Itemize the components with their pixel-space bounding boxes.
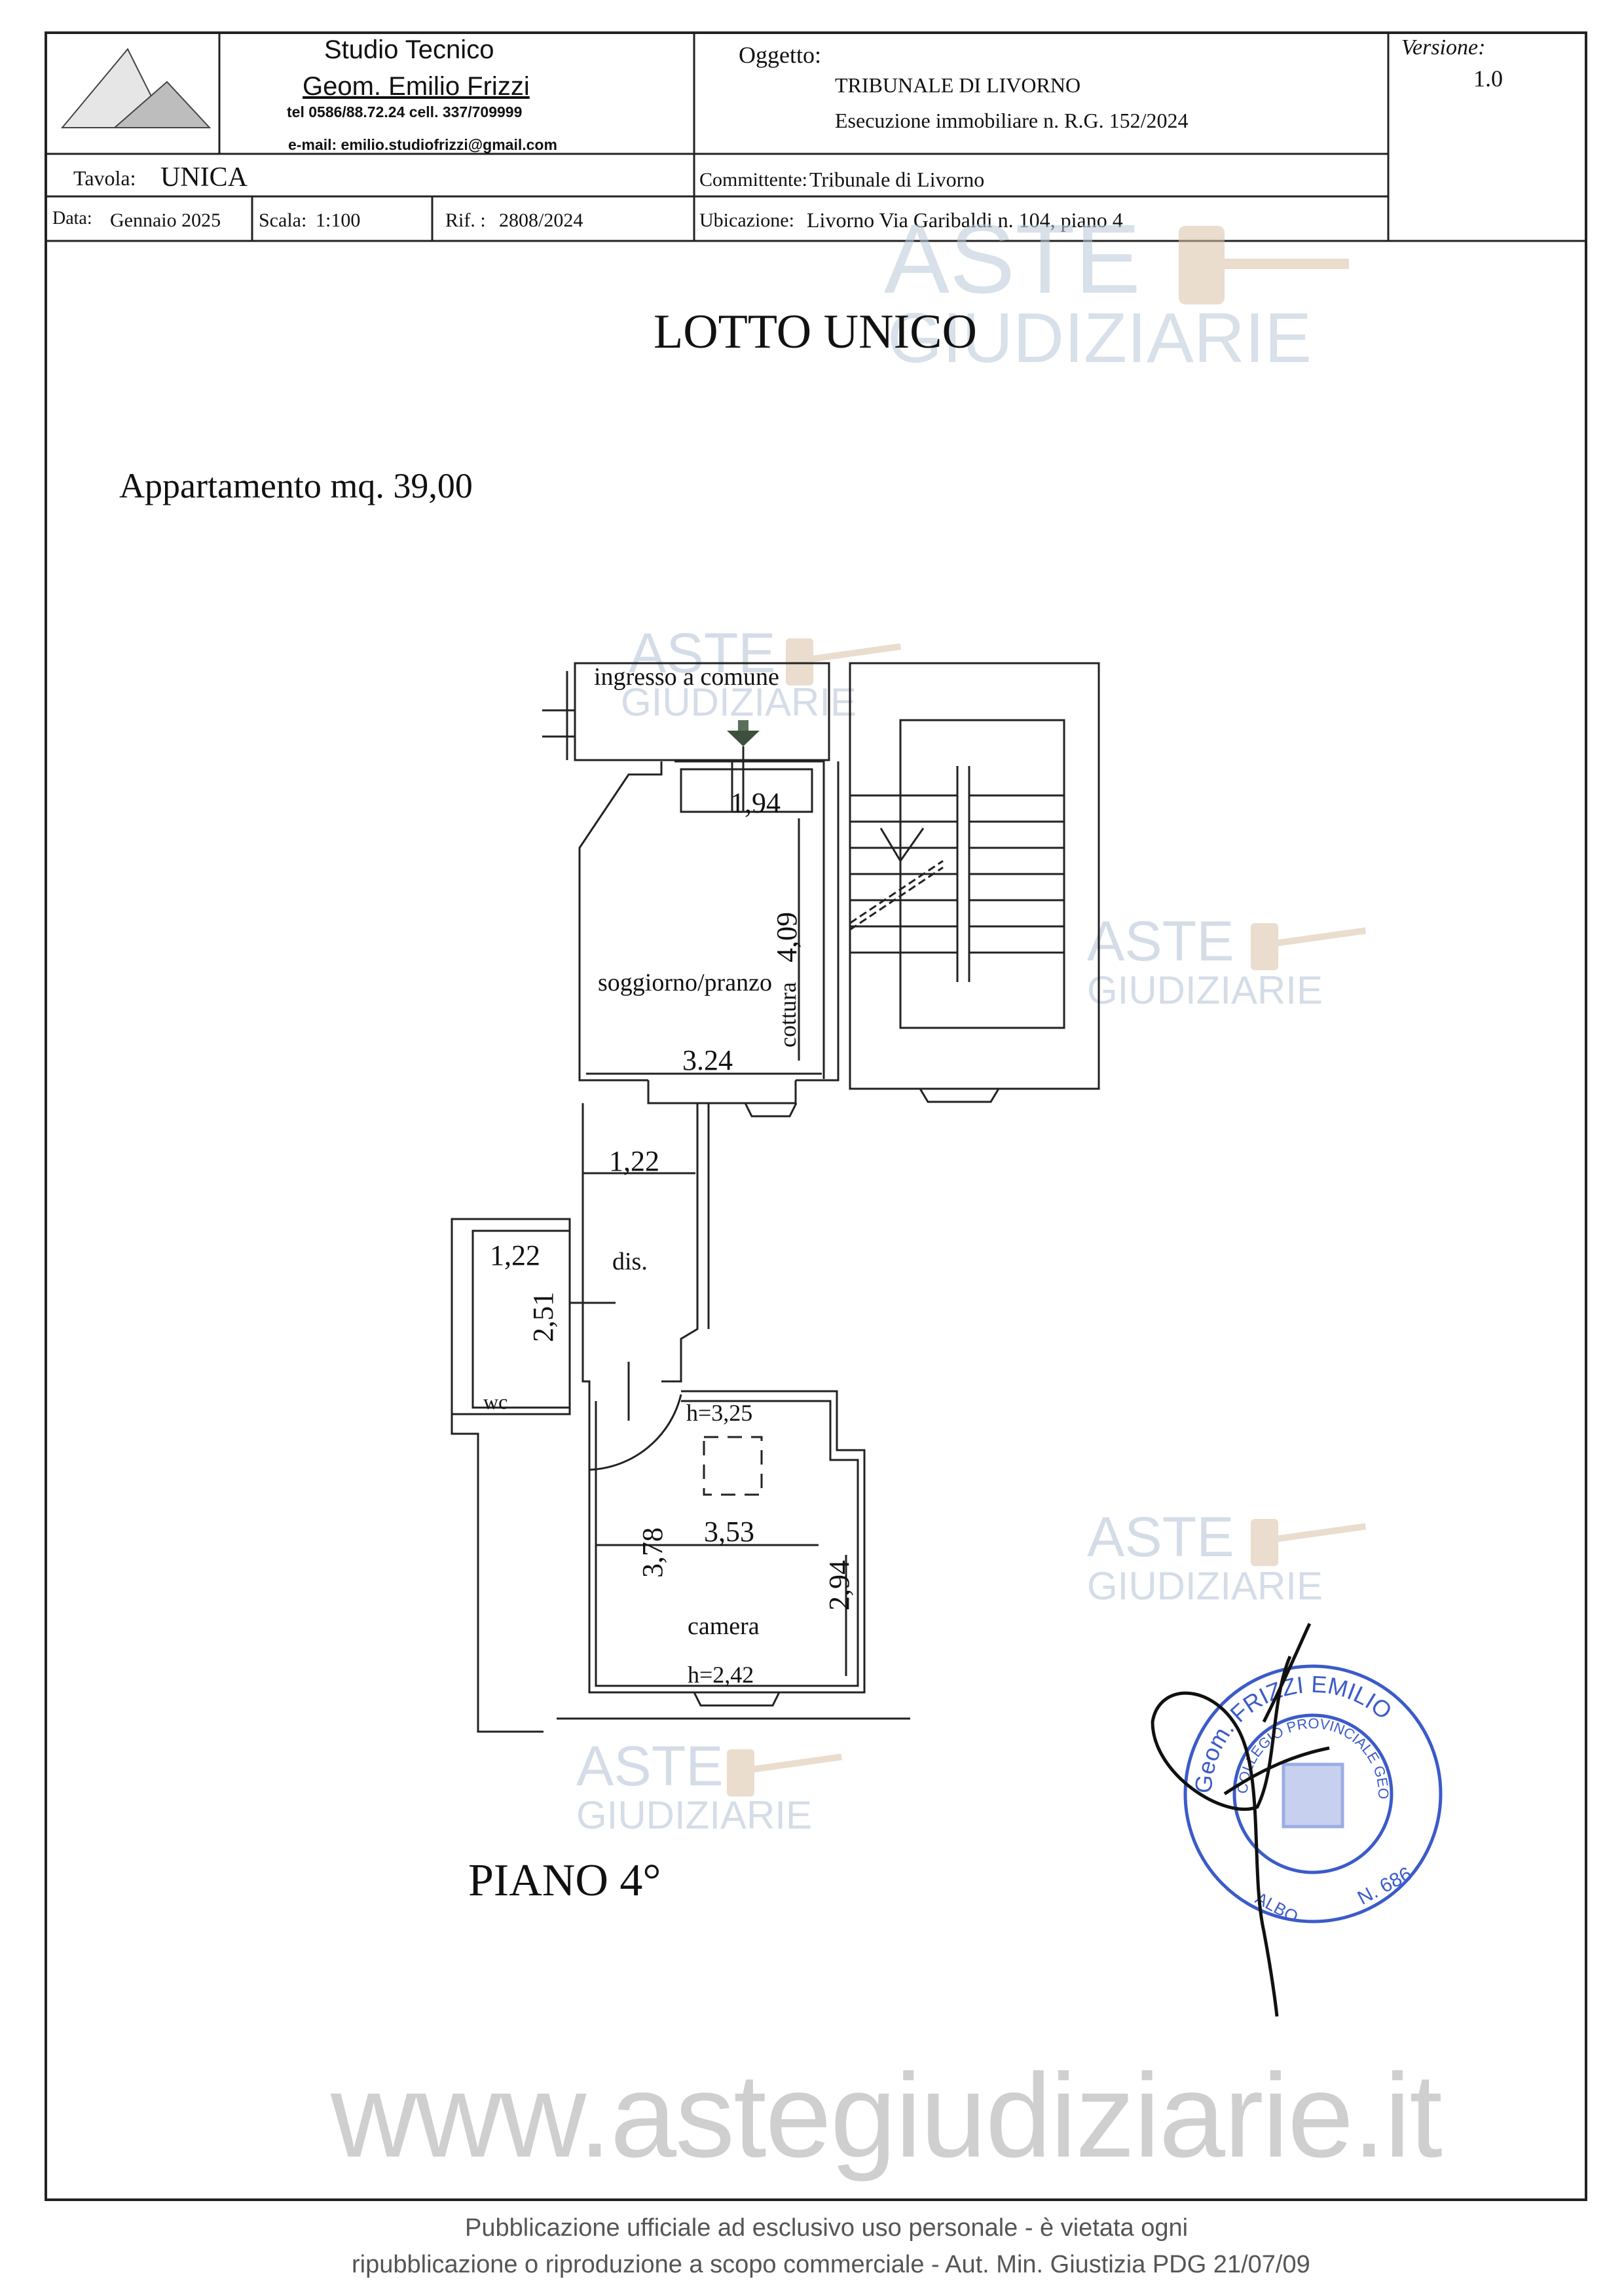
tavola-label: Tavola: <box>73 166 136 190</box>
stamp-number: N. 686 <box>1354 1863 1416 1910</box>
committente-value: Tribunale di Livorno <box>809 168 985 191</box>
geometra-name: Geom. Emilio Frizzi <box>303 72 530 101</box>
lotto-heading: LOTTO UNICO <box>654 305 977 359</box>
apartment-area: Appartamento mq. 39,00 <box>119 466 473 505</box>
scala-label: Scala: <box>259 210 307 231</box>
watermark-giudiziarie-bottom: GIUDIZIARIE <box>576 1793 813 1837</box>
watermark-giudiziarie-plan: GIUDIZIARIE <box>621 680 857 724</box>
watermark-aste-right2: ASTE <box>1087 1506 1234 1569</box>
scala-value: 1:100 <box>316 210 361 231</box>
hall-walls <box>581 1103 710 1421</box>
oggetto-label: Oggetto: <box>739 42 821 68</box>
label-entrance: ingresso a comune <box>594 663 779 691</box>
watermark-aste-bottom: ASTE <box>576 1735 724 1798</box>
dim-living-top: 1,94 <box>730 787 781 819</box>
oggetto-line1: TRIBUNALE DI LIVORNO <box>835 73 1081 97</box>
watermark-aste-right: ASTE <box>1087 910 1234 973</box>
label-kitchen: cottura <box>775 982 801 1048</box>
living-room-walls <box>578 760 840 1118</box>
studio-name: Studio Tecnico <box>324 35 494 64</box>
dim-living-height: 4,09 <box>771 912 803 962</box>
watermark-website: www.astegiudiziarie.it <box>331 2049 1443 2182</box>
dim-bedroom-h-high: h=3,25 <box>686 1400 753 1426</box>
stamp-seal <box>1183 1664 1443 1923</box>
rif-value: 2808/2024 <box>499 210 583 231</box>
watermark-giudiziarie-right2: GIUDIZIARIE <box>1087 1564 1323 1608</box>
entrance-landing <box>542 662 830 761</box>
dim-wc-height: 2,51 <box>527 1292 559 1342</box>
dim-bedroom-width: 3,53 <box>704 1516 754 1548</box>
versione-value: 1.0 <box>1473 65 1503 92</box>
floor-label: PIANO 4° <box>468 1855 661 1906</box>
data-label: Data: <box>52 208 92 228</box>
gavel-icon <box>727 226 1367 1796</box>
staircase <box>849 662 1100 1103</box>
dim-wc-width: 1,22 <box>490 1239 540 1271</box>
signature <box>1151 1622 1330 2017</box>
label-bedroom: camera <box>688 1613 760 1640</box>
label-hall: dis. <box>612 1248 648 1275</box>
bedroom-walls <box>557 1390 910 1720</box>
studio-logo <box>60 48 212 128</box>
watermark-giudiziarie-right: GIUDIZIARIE <box>1087 968 1323 1012</box>
dim-bedroom-h-low: h=2,42 <box>688 1662 754 1688</box>
committente-label: Committente: <box>699 169 807 191</box>
versione-label: Versione: <box>1401 35 1486 60</box>
studio-phone: tel 0586/88.72.24 cell. 337/709999 <box>287 103 523 120</box>
studio-email[interactable]: e-mail: emilio.studiofrizzi@gmail.com <box>288 136 557 153</box>
footer-line2: ripubblicazione o riproduzione a scopo c… <box>352 2251 1310 2278</box>
footer-line1: Pubblicazione ufficiale ad esclusivo uso… <box>465 2214 1189 2242</box>
oggetto-line2: Esecuzione immobiliare n. R.G. 152/2024 <box>835 109 1189 132</box>
label-living: soggiorno/pranzo <box>598 969 772 996</box>
dim-living-width: 3.24 <box>682 1044 733 1076</box>
wc-walls <box>451 1218 597 1733</box>
professional-stamp: Geom. FRIZZI EMILIO COLLEGIO PROVINCIALE… <box>1113 1597 1443 2017</box>
rif-label: Rif. : <box>445 210 486 231</box>
ubicazione-value: Livorno Via Garibaldi n. 104, piano 4 <box>807 208 1123 232</box>
watermark-aste-plan: ASTE <box>629 622 776 685</box>
watermark-aste-top: ASTE <box>884 204 1141 314</box>
sheet-border <box>45 31 1587 2201</box>
dim-bedroom-length: 3,78 <box>637 1527 669 1578</box>
dim-hall-width: 1,22 <box>609 1145 659 1177</box>
title-block-grid <box>46 33 1586 242</box>
label-wc: wc <box>483 1390 508 1413</box>
dim-bedroom-depth: 2,94 <box>823 1560 855 1611</box>
data-value: Gennaio 2025 <box>110 210 221 231</box>
ubicazione-label: Ubicazione: <box>699 210 794 231</box>
tavola-value: UNICA <box>160 162 248 192</box>
entry-arrow-icon <box>727 720 760 812</box>
watermark-giudiziarie-top: GIUDIZIARIE <box>887 298 1312 377</box>
